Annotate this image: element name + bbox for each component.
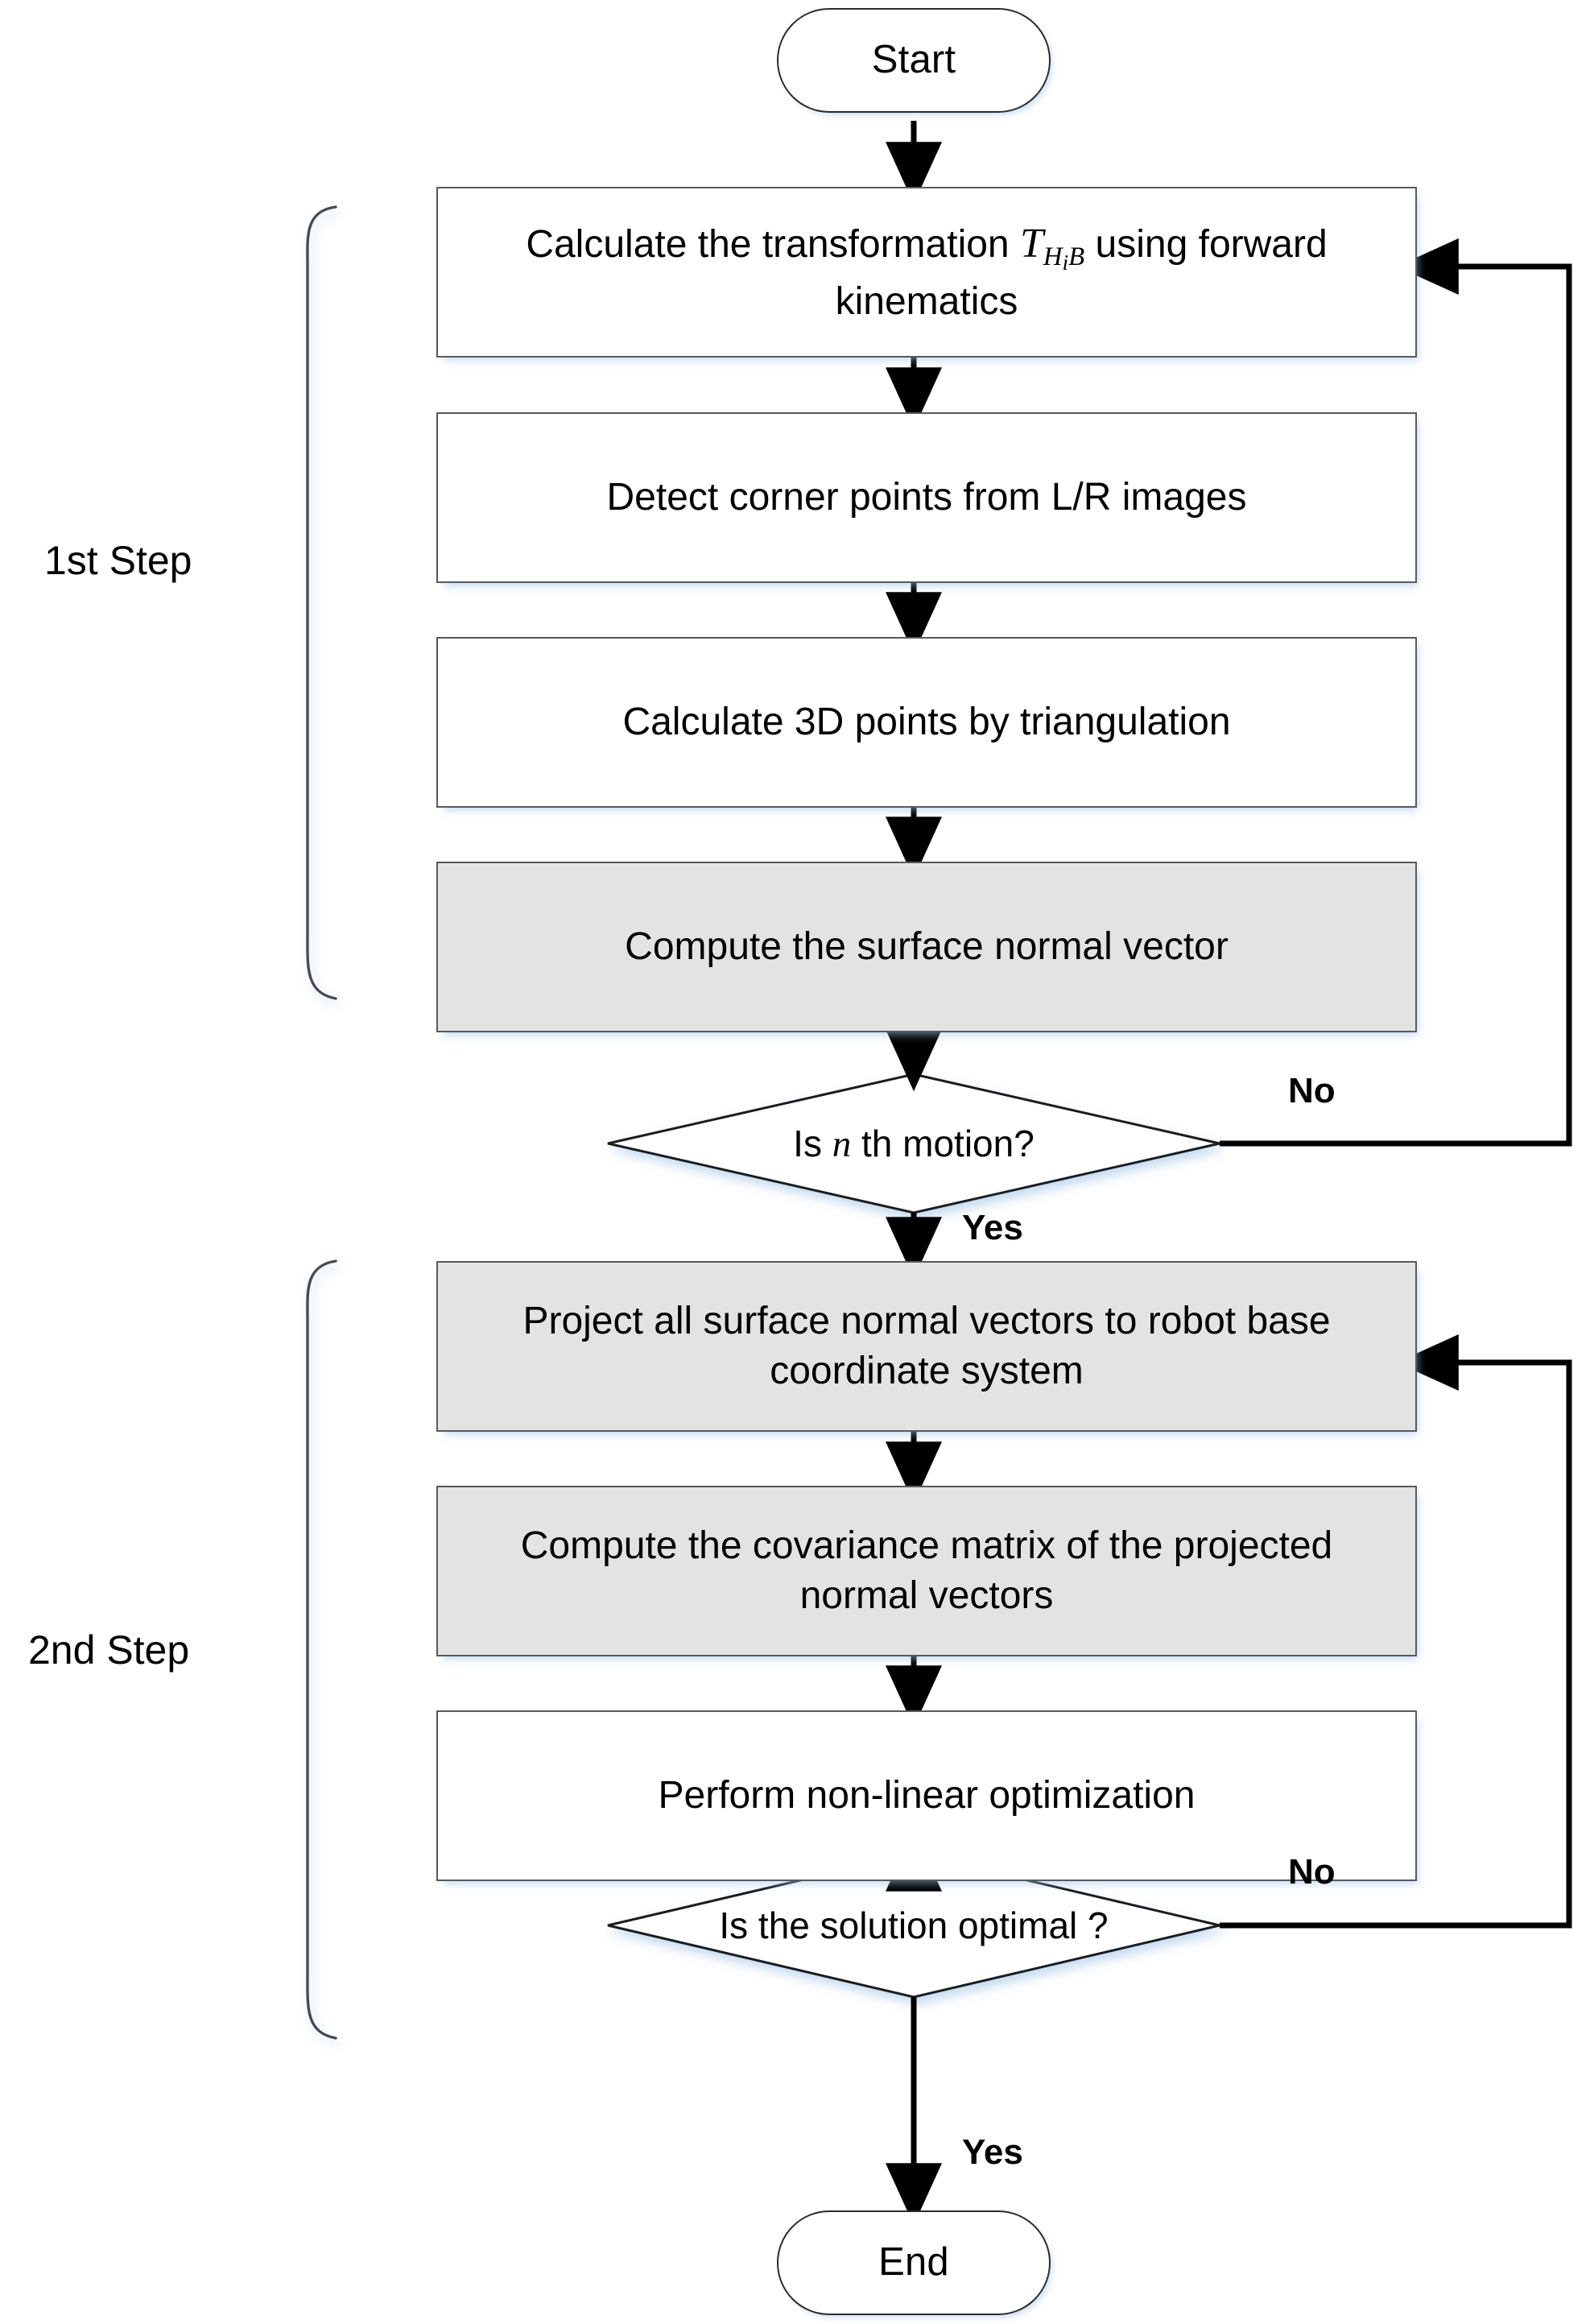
math-sub-b: B bbox=[1068, 242, 1085, 272]
process-project-normal-vectors-label: Project all surface normal vectors to ro… bbox=[522, 1299, 1331, 1392]
terminator-start-label: Start bbox=[871, 38, 956, 82]
edge-label-yes-1: Yes bbox=[962, 1208, 1023, 1247]
fk-text-after: using forward kinematics bbox=[835, 223, 1328, 324]
process-calculate-3d-points[interactable]: Calculate 3D points by triangulation bbox=[436, 637, 1417, 808]
terminator-end[interactable]: End bbox=[777, 2210, 1051, 2315]
process-calculate-transformation[interactable]: Calculate the transformation THiB using … bbox=[436, 187, 1417, 358]
process-compute-surface-normal-label: Compute the surface normal vector bbox=[625, 924, 1229, 968]
group-label-step1: 1st Step bbox=[44, 538, 192, 583]
decision1-text-before: Is bbox=[793, 1122, 832, 1164]
edge-label-yes-2: Yes bbox=[962, 2132, 1023, 2172]
process-calculate-transformation-label: Calculate the transformation THiB using … bbox=[438, 217, 1415, 327]
decision-solution-optimal-label: Is the solution optimal ? bbox=[719, 1904, 1109, 1946]
math-base: T bbox=[1019, 221, 1043, 267]
process-perform-optimization[interactable]: Perform non-linear optimization bbox=[436, 1710, 1417, 1881]
edge-label-no-2: No bbox=[1288, 1852, 1336, 1892]
process-compute-covariance-matrix-label: Compute the covariance matrix of the pro… bbox=[520, 1524, 1333, 1617]
decision-nth-motion-label: Is n th motion? bbox=[793, 1123, 1035, 1166]
decision1-text-after: th motion? bbox=[851, 1122, 1035, 1164]
fk-text-before: Calculate the transformation bbox=[526, 223, 1020, 267]
decision1-italic-n: n bbox=[832, 1123, 852, 1165]
transformation-symbol: THiB bbox=[1019, 221, 1084, 275]
bracket-step1 bbox=[306, 205, 337, 1000]
decision-nth-motion[interactable]: Is n th motion? bbox=[644, 1111, 1183, 1177]
process-compute-surface-normal[interactable]: Compute the surface normal vector bbox=[436, 862, 1417, 1032]
process-compute-covariance-matrix[interactable]: Compute the covariance matrix of the pro… bbox=[436, 1486, 1417, 1656]
terminator-end-label: End bbox=[878, 2240, 949, 2285]
group-label-step2: 2nd Step bbox=[28, 1627, 190, 1673]
process-calculate-3d-points-label: Calculate 3D points by triangulation bbox=[622, 700, 1231, 743]
terminator-start[interactable]: Start bbox=[777, 8, 1051, 113]
edge-label-no-1: No bbox=[1288, 1071, 1336, 1110]
process-perform-optimization-label: Perform non-linear optimization bbox=[658, 1773, 1196, 1817]
process-detect-corner-points[interactable]: Detect corner points from L/R images bbox=[436, 412, 1417, 583]
process-project-normal-vectors[interactable]: Project all surface normal vectors to ro… bbox=[436, 1261, 1417, 1432]
math-sub-h: H bbox=[1043, 242, 1063, 272]
decision-solution-optimal[interactable]: Is the solution optimal ? bbox=[644, 1892, 1183, 1958]
math-subscript: HiB bbox=[1043, 242, 1085, 275]
bracket-step2 bbox=[306, 1259, 337, 2040]
math-sub-i: i bbox=[1062, 250, 1069, 275]
process-detect-corner-points-label: Detect corner points from L/R images bbox=[606, 475, 1247, 519]
